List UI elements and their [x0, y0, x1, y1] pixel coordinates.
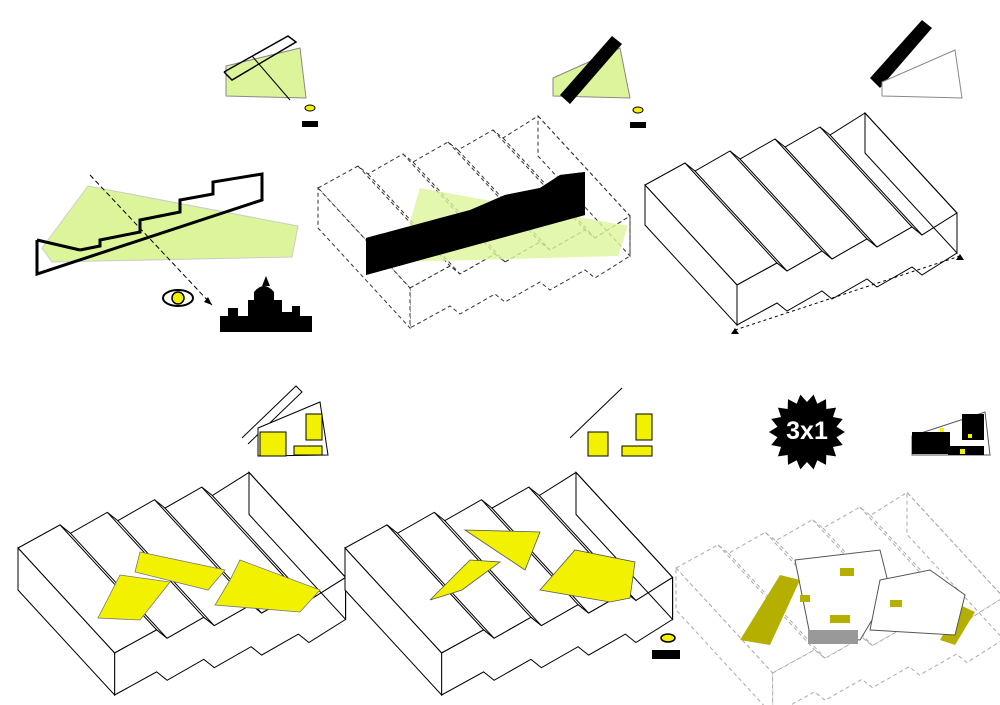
mini-plan-5 [569, 387, 653, 457]
mini-plan-4 [241, 385, 329, 457]
wall-mini-black-2 [870, 20, 932, 88]
site-area-mini [225, 47, 307, 99]
badge-3x1 [769, 394, 845, 470]
marker-icon [731, 328, 739, 334]
site-area [41, 185, 299, 263]
stepped-wall-outline [35, 172, 264, 277]
palace-icon-mini [302, 121, 318, 127]
courtyards-slanted [429, 529, 636, 603]
combined-buildings [740, 549, 975, 645]
palace-icon [652, 650, 680, 659]
mini-plan-6 [911, 411, 991, 456]
wall-mini-black [560, 36, 622, 104]
palace-silhouette-icon [220, 276, 312, 332]
marker-icon [956, 254, 964, 260]
courtyards-yellow [97, 551, 321, 621]
folded-roof-mass [644, 111, 958, 327]
wall-mini [223, 35, 298, 81]
badge-label: 3x1 [786, 417, 828, 445]
arrow-icon [204, 297, 212, 305]
eye-icon [660, 633, 676, 643]
panel-site-view-axis [35, 35, 318, 332]
view-axis [89, 174, 213, 306]
eye-icon [162, 289, 194, 307]
eye-icon-mini [304, 104, 316, 112]
panel-barrier-key [552, 20, 963, 128]
